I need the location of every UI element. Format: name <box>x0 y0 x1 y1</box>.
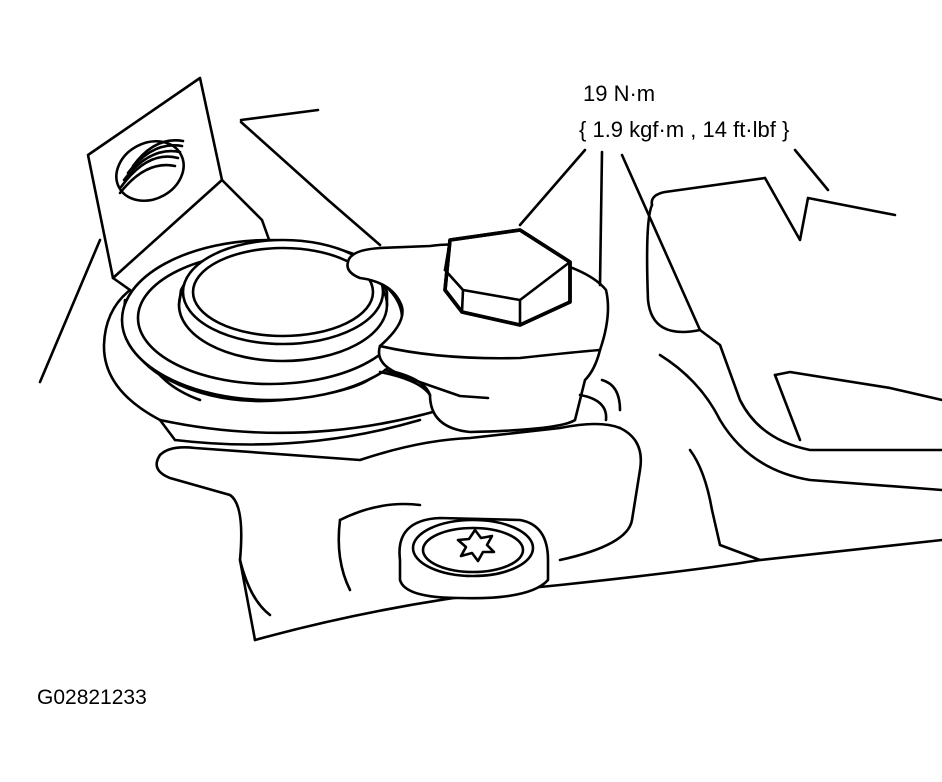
hex-bolt <box>443 228 572 327</box>
circular-cover <box>177 238 389 363</box>
threaded-hole <box>115 138 185 202</box>
torque-conversion: { 1.9 kgf·m , 14 ft·lbf } <box>579 117 790 142</box>
figure-id: G02821233 <box>37 686 147 709</box>
torx-bolt <box>398 516 550 600</box>
mounting-bracket <box>38 76 382 384</box>
torque-value: 19 N·m <box>583 81 656 106</box>
callout-leaders <box>518 148 702 332</box>
right-structure <box>600 148 942 562</box>
torx-star-icon <box>456 528 496 563</box>
housing-body <box>102 288 942 642</box>
